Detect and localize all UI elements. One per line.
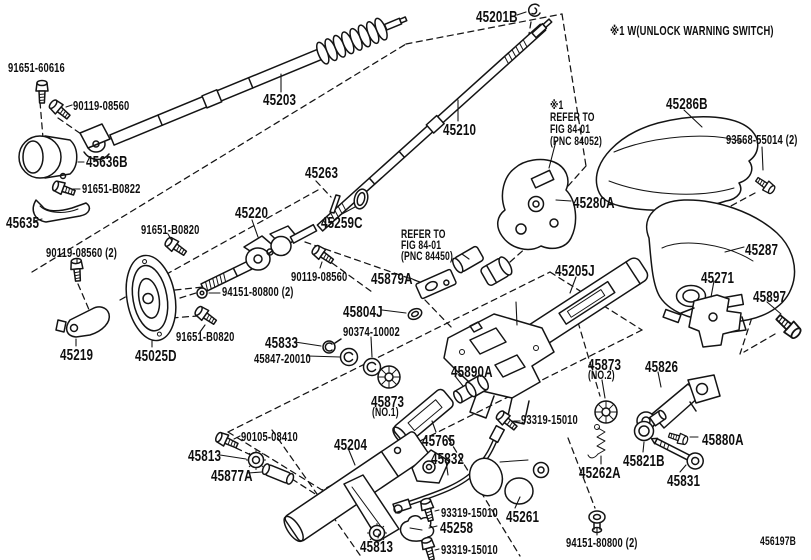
- part-art-45261: [468, 457, 550, 505]
- part-label-45635: 45635: [6, 215, 40, 232]
- part-label-45873-no2-sub: (NO.2): [588, 370, 615, 382]
- part-label-45832: 45832: [431, 451, 465, 468]
- part-label-45205J: 45205J: [555, 263, 595, 280]
- part-art-45259C: [353, 188, 369, 210]
- part-label-94151-80800-a: 94151-80800 (2): [222, 285, 294, 299]
- part-label-45286B: 45286B: [666, 96, 708, 113]
- part-label-45201B: 45201B: [476, 9, 518, 26]
- part-art-45813-a: [245, 449, 267, 471]
- part-label-45765: 45765: [422, 433, 456, 450]
- part-art-45878A: [443, 313, 555, 425]
- part-art-45873-no1: [377, 365, 401, 389]
- part-label-45873-no1: 45873: [371, 394, 405, 411]
- refer-note-1-l2: FIG 84-01: [550, 124, 591, 136]
- part-label-45826: 45826: [645, 359, 679, 376]
- part-label-45804J: 45804J: [343, 304, 383, 321]
- part-art-45826: [636, 374, 721, 431]
- part-label-90119-08560-b: 90119-08560: [291, 270, 348, 284]
- refer-note-2-l1: REFER TO: [401, 229, 446, 241]
- part-art-refer-84450-cylinder: [451, 245, 513, 286]
- part-art-45025D: [125, 254, 177, 342]
- part-art-45204: [283, 431, 450, 543]
- part-art-45286B: [595, 116, 759, 212]
- part-label-45873-no2: 45873: [588, 357, 622, 374]
- part-label-93568-55014: 93568-55014 (2): [726, 133, 798, 147]
- part-label-45258: 45258: [440, 520, 474, 537]
- part-label-45847-20010: 45847-20010: [254, 352, 311, 366]
- part-label-45897: 45897: [753, 289, 787, 306]
- part-art-45271: [662, 294, 742, 348]
- part-label-45203: 45203: [263, 92, 297, 109]
- part-label-45813-a: 45813: [188, 448, 222, 465]
- leader-lines: [33, 11, 782, 551]
- part-label-45890A: 45890A: [451, 364, 493, 381]
- part-art-94151-80800-a: [196, 287, 208, 299]
- part-art-45263: [329, 194, 341, 214]
- part-label-90374-10002: 90374-10002: [343, 325, 400, 339]
- refer-note-1-l1: REFER TO: [550, 112, 595, 124]
- part-label-45287: 45287: [745, 242, 779, 259]
- part-art-45219: [55, 306, 111, 338]
- part-label-45204: 45204: [334, 437, 368, 454]
- part-label-45220: 45220: [235, 205, 269, 222]
- part-art-45280A: [497, 158, 577, 251]
- part-art-45877A: [261, 463, 295, 485]
- part-label-45821B: 45821B: [623, 453, 665, 470]
- part-label-91651-B0822: 91651-B0822: [82, 182, 141, 196]
- part-art-45821B: [633, 409, 667, 442]
- part-art-45804J: [407, 307, 423, 321]
- part-art-45262A: [587, 424, 606, 459]
- part-art-45636B: [18, 135, 78, 180]
- part-art-45210: [316, 18, 553, 232]
- part-art-45831: [650, 437, 704, 470]
- part-label-90105-08410: 90105-08410: [241, 430, 298, 444]
- part-label-45280A: 45280A: [573, 195, 615, 212]
- part-label-91651-60616: 91651-60616: [8, 61, 65, 75]
- part-label-45025D: 45025D: [135, 348, 177, 365]
- part-label-45833: 45833: [265, 335, 299, 352]
- part-label-90119-08560-2: 90119-08560 (2): [46, 246, 118, 260]
- figure-code: 456197B: [760, 536, 797, 548]
- part-label-91651-B0820-b: 91651-B0820: [176, 330, 235, 344]
- part-art-45879A: [415, 268, 457, 300]
- part-label-45879A: 45879A: [371, 271, 413, 288]
- part-label-45262A: 45262A: [579, 465, 621, 482]
- part-label-90119-08560-a: 90119-08560: [73, 99, 130, 113]
- part-art-90374-10002: [362, 357, 382, 377]
- refer-note-1-l3: (PNC 84052): [550, 136, 602, 148]
- part-art-45873-no2: [594, 400, 618, 424]
- part-label-45263: 45263: [305, 165, 339, 182]
- part-art-45635: [32, 199, 91, 223]
- part-label-45831: 45831: [667, 473, 701, 490]
- part-art-45201B: [527, 3, 541, 17]
- part-label-45877A: 45877A: [211, 468, 253, 485]
- part-label-45210: 45210: [443, 122, 477, 139]
- part-label-45813-b: 45813: [360, 539, 394, 556]
- part-label-45261: 45261: [506, 509, 540, 526]
- part-label-45259C: 45259C: [321, 215, 363, 232]
- part-label-94151-80800-b: 94151-80800 (2): [566, 536, 638, 550]
- part-label-93319-15010-c: 93319-15010: [441, 543, 498, 557]
- part-label-45873-no1-sub: (NO.1): [372, 407, 399, 419]
- part-label-45219: 45219: [60, 347, 94, 364]
- part-label-45880A: 45880A: [702, 432, 744, 449]
- refer-note-2-l2: FIG 84-01: [401, 240, 442, 252]
- part-art-45890A: [452, 374, 490, 404]
- part-art-45833: [322, 338, 342, 354]
- part-label-45636B: 45636B: [86, 154, 128, 171]
- refer-note-2-l3: (PNC 84450): [401, 251, 453, 263]
- part-label-93319-15010-a: 93319-15010: [521, 413, 578, 427]
- part-art-45287: [646, 199, 796, 334]
- part-label-91651-B0820-a: 91651-B0820: [141, 223, 200, 237]
- note-unlock-warning-switch: ※1 W(UNLOCK WARNING SWITCH): [610, 24, 774, 38]
- part-art-45847-20010: [339, 347, 359, 367]
- part-art-45220: [200, 223, 318, 293]
- part-label-45271: 45271: [701, 270, 735, 287]
- refer-note-1-mark: ※1: [550, 100, 564, 112]
- part-label-93319-15010-b: 93319-15010: [441, 506, 498, 520]
- part-art-45203: [79, 16, 408, 161]
